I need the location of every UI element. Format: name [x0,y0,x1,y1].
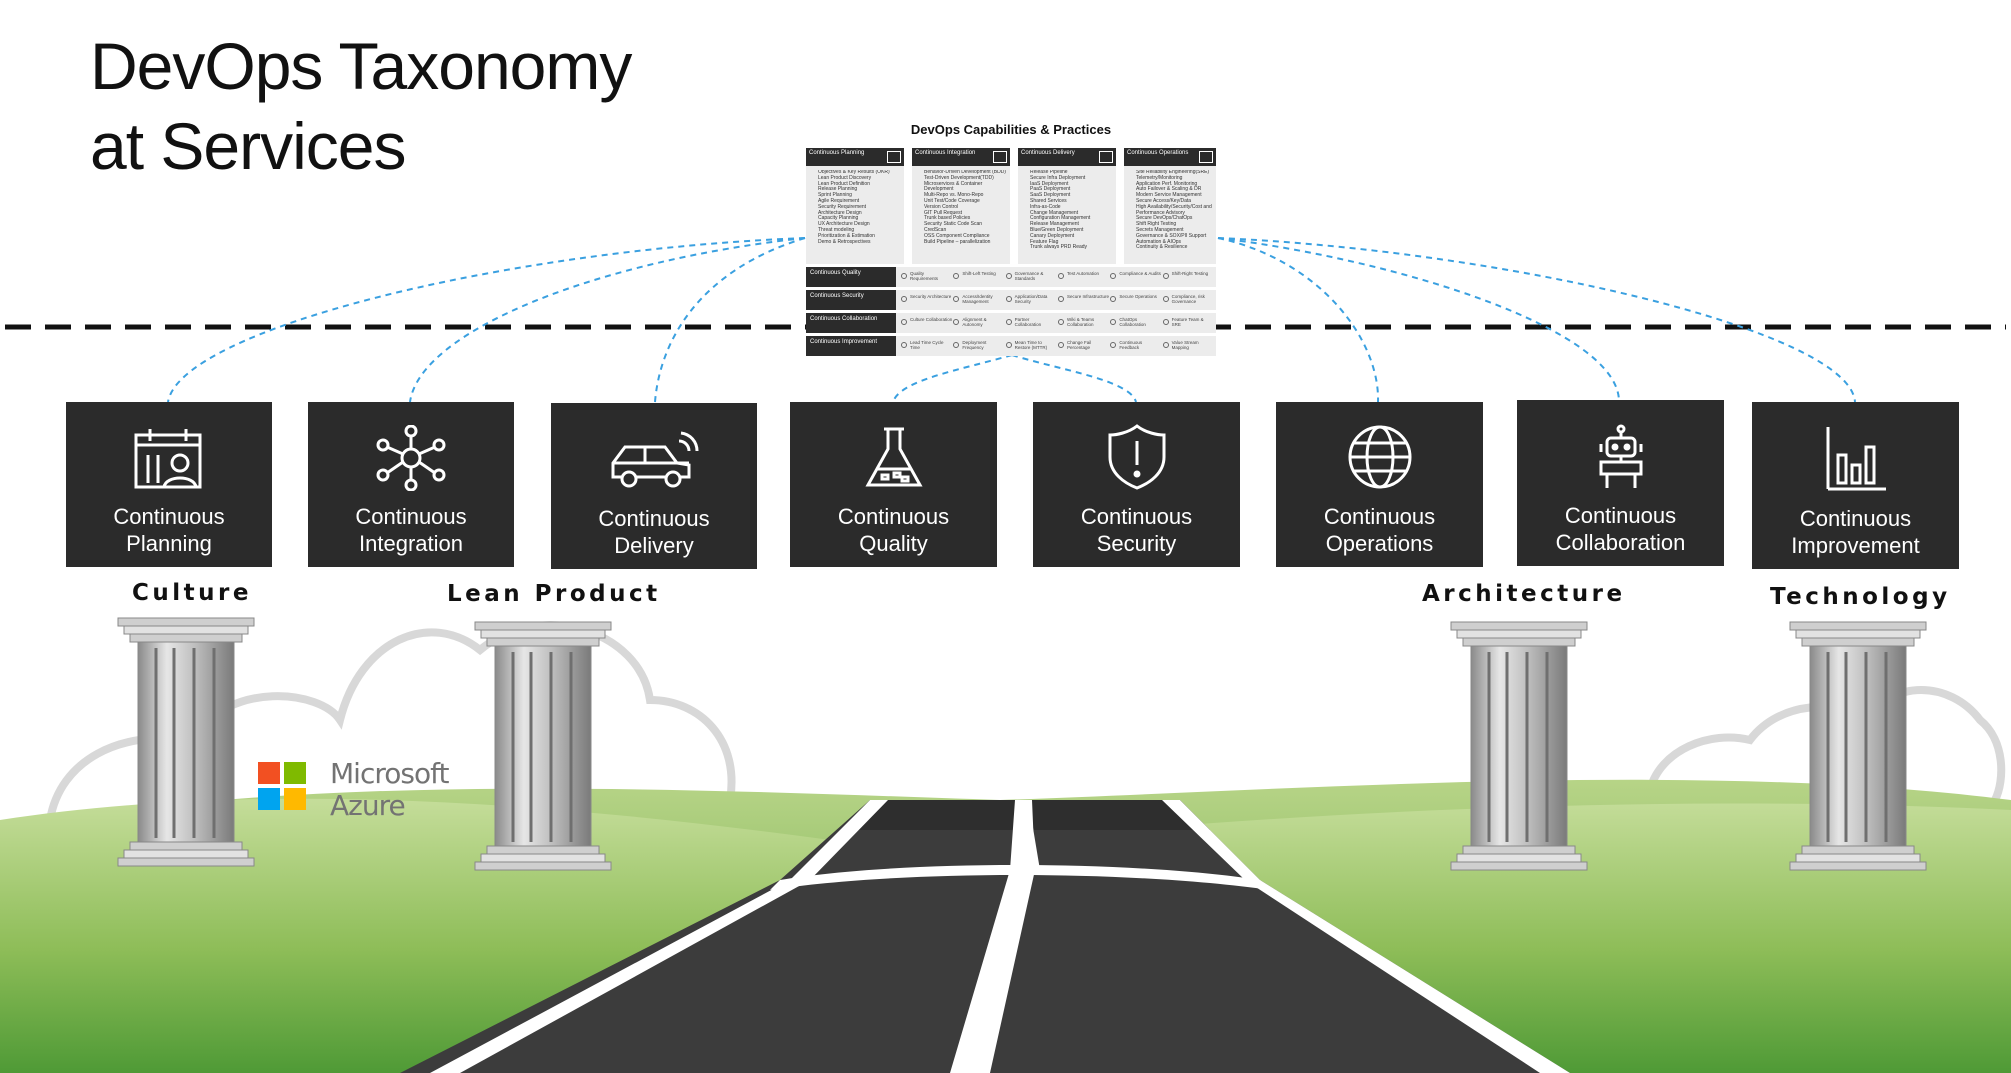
panel-list: Release PipelineSecure Infra DeploymentI… [1022,170,1114,251]
road [400,800,1570,1073]
pillar-culture-graphic [116,616,256,868]
pillar-technology-graphic [1788,620,1928,872]
row-label: Continuous Collaboration [806,313,896,333]
pillar-label-lean-product: Lean Product [447,581,661,607]
logo-line-1: Microsoft [330,757,449,790]
microsoft-azure-logo: Microsoft Azure [330,757,449,822]
panel-continuous-delivery: Continuous Delivery Release PipelineSecu… [1018,148,1116,264]
calendar-icon [887,151,901,163]
microsoft-logo-squares [258,762,306,810]
shield-alert-icon [1108,424,1165,490]
connector-lines [167,237,1856,403]
panel-heading: Continuous Integration [912,148,1010,166]
row-label: Continuous Quality [806,267,896,287]
title-line-2: at Services [90,109,406,183]
row-label: Continuous Improvement [806,336,896,356]
logo-line-2: Azure [330,789,406,822]
panel-continuous-integration: Continuous Integration Behavior-Driven D… [912,148,1010,264]
page-title: DevOps Taxonomy at Services [90,26,632,186]
network-icon [993,151,1007,163]
capabilities-title: DevOps Capabilities & Practices [910,122,1112,137]
panel-heading: Continuous Planning [806,148,904,166]
calendar-person-icon [134,429,202,489]
panel-heading: Continuous Operations [1124,148,1216,166]
row-continuous-collaboration: Continuous Collaboration Culture Collabo… [806,313,1216,333]
pillar-label-culture: Culture [132,580,252,606]
globe-icon [1199,151,1213,163]
panel-heading: Continuous Delivery [1018,148,1116,166]
panel-list: Site Reliability Engineering(SRE)Telemet… [1128,170,1214,251]
panel-list: Objectives & Key Results (OKR)Lean Produ… [810,170,902,245]
row-continuous-improvement: Continuous Improvement Lead Time Cycle T… [806,336,1216,356]
panel-continuous-operations: Continuous Operations Site Reliability E… [1124,148,1216,264]
pillar-lean-product-graphic [473,620,613,872]
pillar-label-architecture: Architecture [1422,581,1626,607]
bar-chart-icon [1826,427,1886,491]
globe-icon [1348,425,1411,489]
pillar-architecture-graphic [1449,620,1589,872]
connected-car-icon [611,431,699,488]
network-hub-icon [376,425,446,491]
panel-list: Behavior-Driven Development (BDD)Test-Dr… [916,170,1008,245]
title-line-1: DevOps Taxonomy [90,29,632,103]
car-icon [1099,151,1113,163]
flask-icon [864,427,923,487]
row-label: Continuous Security [806,290,896,310]
pillar-label-technology: Technology [1770,584,1951,610]
row-continuous-security: Continuous Security Security Architectur… [806,290,1216,310]
panel-continuous-planning: Continuous Planning Objectives & Key Res… [806,148,904,264]
robot-icon [1599,424,1642,488]
